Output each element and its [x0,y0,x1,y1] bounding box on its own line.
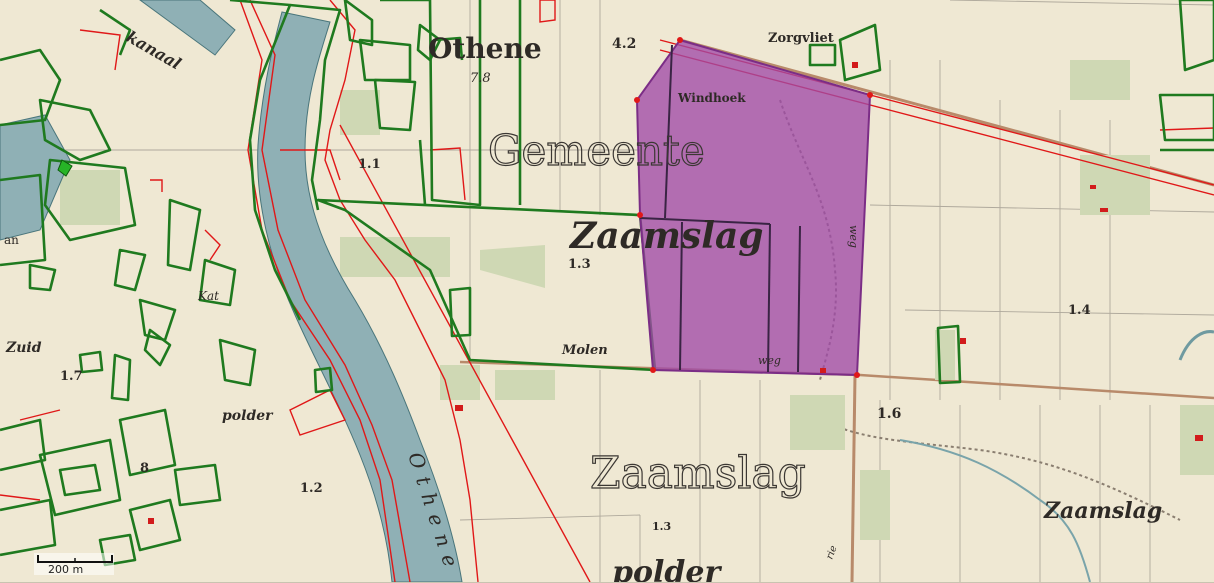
creek-east [1178,330,1214,361]
label-1-3-bottom: 1.3 [652,520,671,533]
label-zaamslag-italic: Zaamslag [568,215,763,257]
label-1-7: 1.7 [60,369,83,384]
creek-south [899,439,1091,582]
label-1-1: 1.1 [358,157,381,172]
vertex-handle[interactable] [867,92,873,98]
meadow-patches [60,60,1214,540]
label-zuid: Zuid [5,340,42,356]
selected-parcel-fill[interactable] [635,38,872,377]
selected-parcel-vertices[interactable] [634,37,873,378]
label-7-8: 7.8 [470,71,491,86]
label-polder-left: polder [222,408,274,424]
label-1-3-mid: 1.3 [568,257,591,272]
label-1-2: 1.2 [300,481,323,496]
label-polder-bottom: polder [612,555,722,582]
label-othene: Othene [428,32,542,65]
label-rie: rie [824,544,839,561]
location-pin-icon[interactable] [57,159,73,177]
label-zaamslag-right: Zaamslag [1043,498,1162,524]
scale-bar-background [34,553,114,575]
building-markers [148,62,1203,524]
vertex-handle[interactable] [637,212,643,218]
vertex-handle[interactable] [677,37,683,43]
label-4-2: 4.2 [612,36,636,52]
location-marker[interactable] [57,159,73,177]
canal-northwest [139,0,236,56]
label-weg-vertical: weg [847,225,860,248]
selected-parcel[interactable] [634,37,873,378]
scale-bar-label: 200 m [48,563,83,576]
label-zaamslag-outline: Zaamslag [590,448,806,499]
river-othene [257,11,463,582]
label-weg: weg [758,354,781,367]
vertex-handle[interactable] [854,372,860,378]
scale-bar: 200 m [34,553,114,576]
road-vertical [850,374,857,582]
parcel-outlines[interactable] [0,0,1214,567]
label-zorgvliet: Zorgvliet [768,31,834,46]
vertex-handle[interactable] [634,97,640,103]
label-1-4: 1.4 [1068,303,1091,318]
label-windhoek: Windhoek [677,91,746,105]
label-8: 8 [140,461,149,476]
label-an: an [4,233,19,247]
vertex-handle[interactable] [650,367,656,373]
label-1-6: 1.6 [877,406,901,422]
label-gemeente: Gemeente [488,126,705,175]
label-kat: Kat [197,289,219,303]
label-molen: Molen [561,343,608,358]
water-west [0,114,71,241]
selected-parcel-inner-lines [639,44,801,373]
